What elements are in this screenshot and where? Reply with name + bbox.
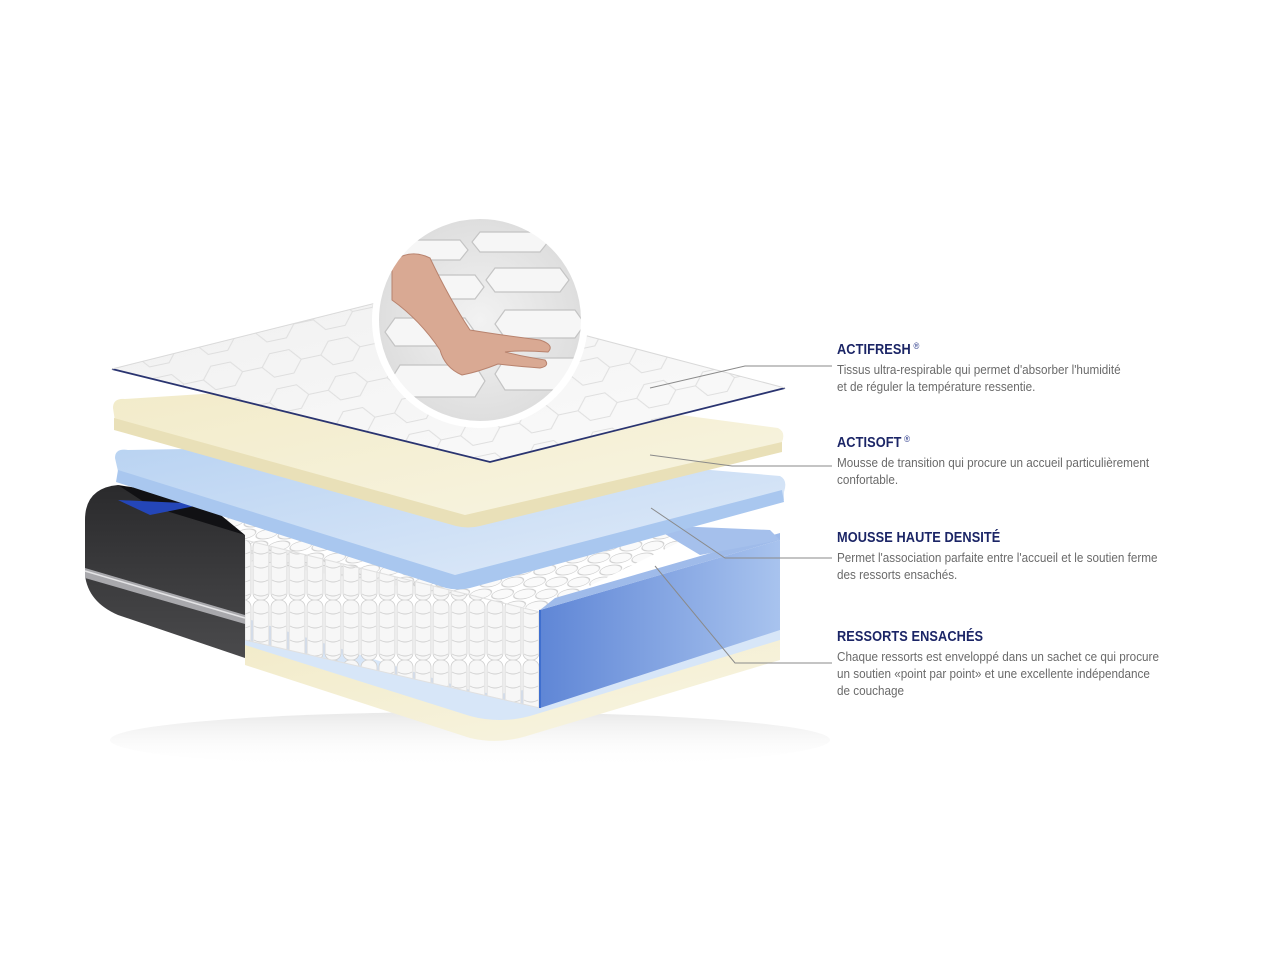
callout-title: MOUSSE HAUTE DENSITÉ bbox=[837, 530, 1001, 546]
bottom-comfort-layer bbox=[245, 635, 780, 741]
callout-description: Permet l'association parfaite entre l'ac… bbox=[837, 550, 1158, 582]
leader-line-actifresh bbox=[649, 365, 832, 389]
callout-hd-foam: MOUSSE HAUTE DENSITÉ Permet l'associatio… bbox=[837, 530, 1237, 583]
leader-line-actisoft bbox=[649, 454, 832, 467]
floor-shadow bbox=[110, 712, 830, 768]
callout-actisoft: ACTISOFT® Mousse de transition qui procu… bbox=[837, 431, 1237, 488]
callout-title: RESSORTS ENSACHÉS bbox=[837, 629, 984, 645]
leader-line-hd-foam bbox=[650, 507, 832, 559]
registered-mark-icon: ® bbox=[904, 434, 911, 444]
callout-description: Chaque ressorts est enveloppé dans un sa… bbox=[837, 649, 1159, 698]
callout-title: ACTISOFT® bbox=[837, 434, 911, 451]
callout-actifresh: ACTIFRESH® Tissus ultra-respirable qui p… bbox=[837, 338, 1237, 395]
side-fabric-wrap bbox=[84, 485, 246, 658]
callout-title: ACTIFRESH® bbox=[837, 341, 920, 358]
callout-pocket-springs: RESSORTS ENSACHÉS Chaque ressorts est en… bbox=[837, 629, 1237, 699]
leader-lines bbox=[649, 365, 832, 664]
registered-mark-icon: ® bbox=[913, 341, 920, 351]
leader-line-pocket-springs bbox=[654, 565, 832, 664]
inset-closeup bbox=[372, 212, 588, 428]
callout-description: Tissus ultra-respirable qui permet d'abs… bbox=[837, 362, 1121, 394]
callout-description: Mousse de transition qui procure un accu… bbox=[837, 455, 1150, 487]
